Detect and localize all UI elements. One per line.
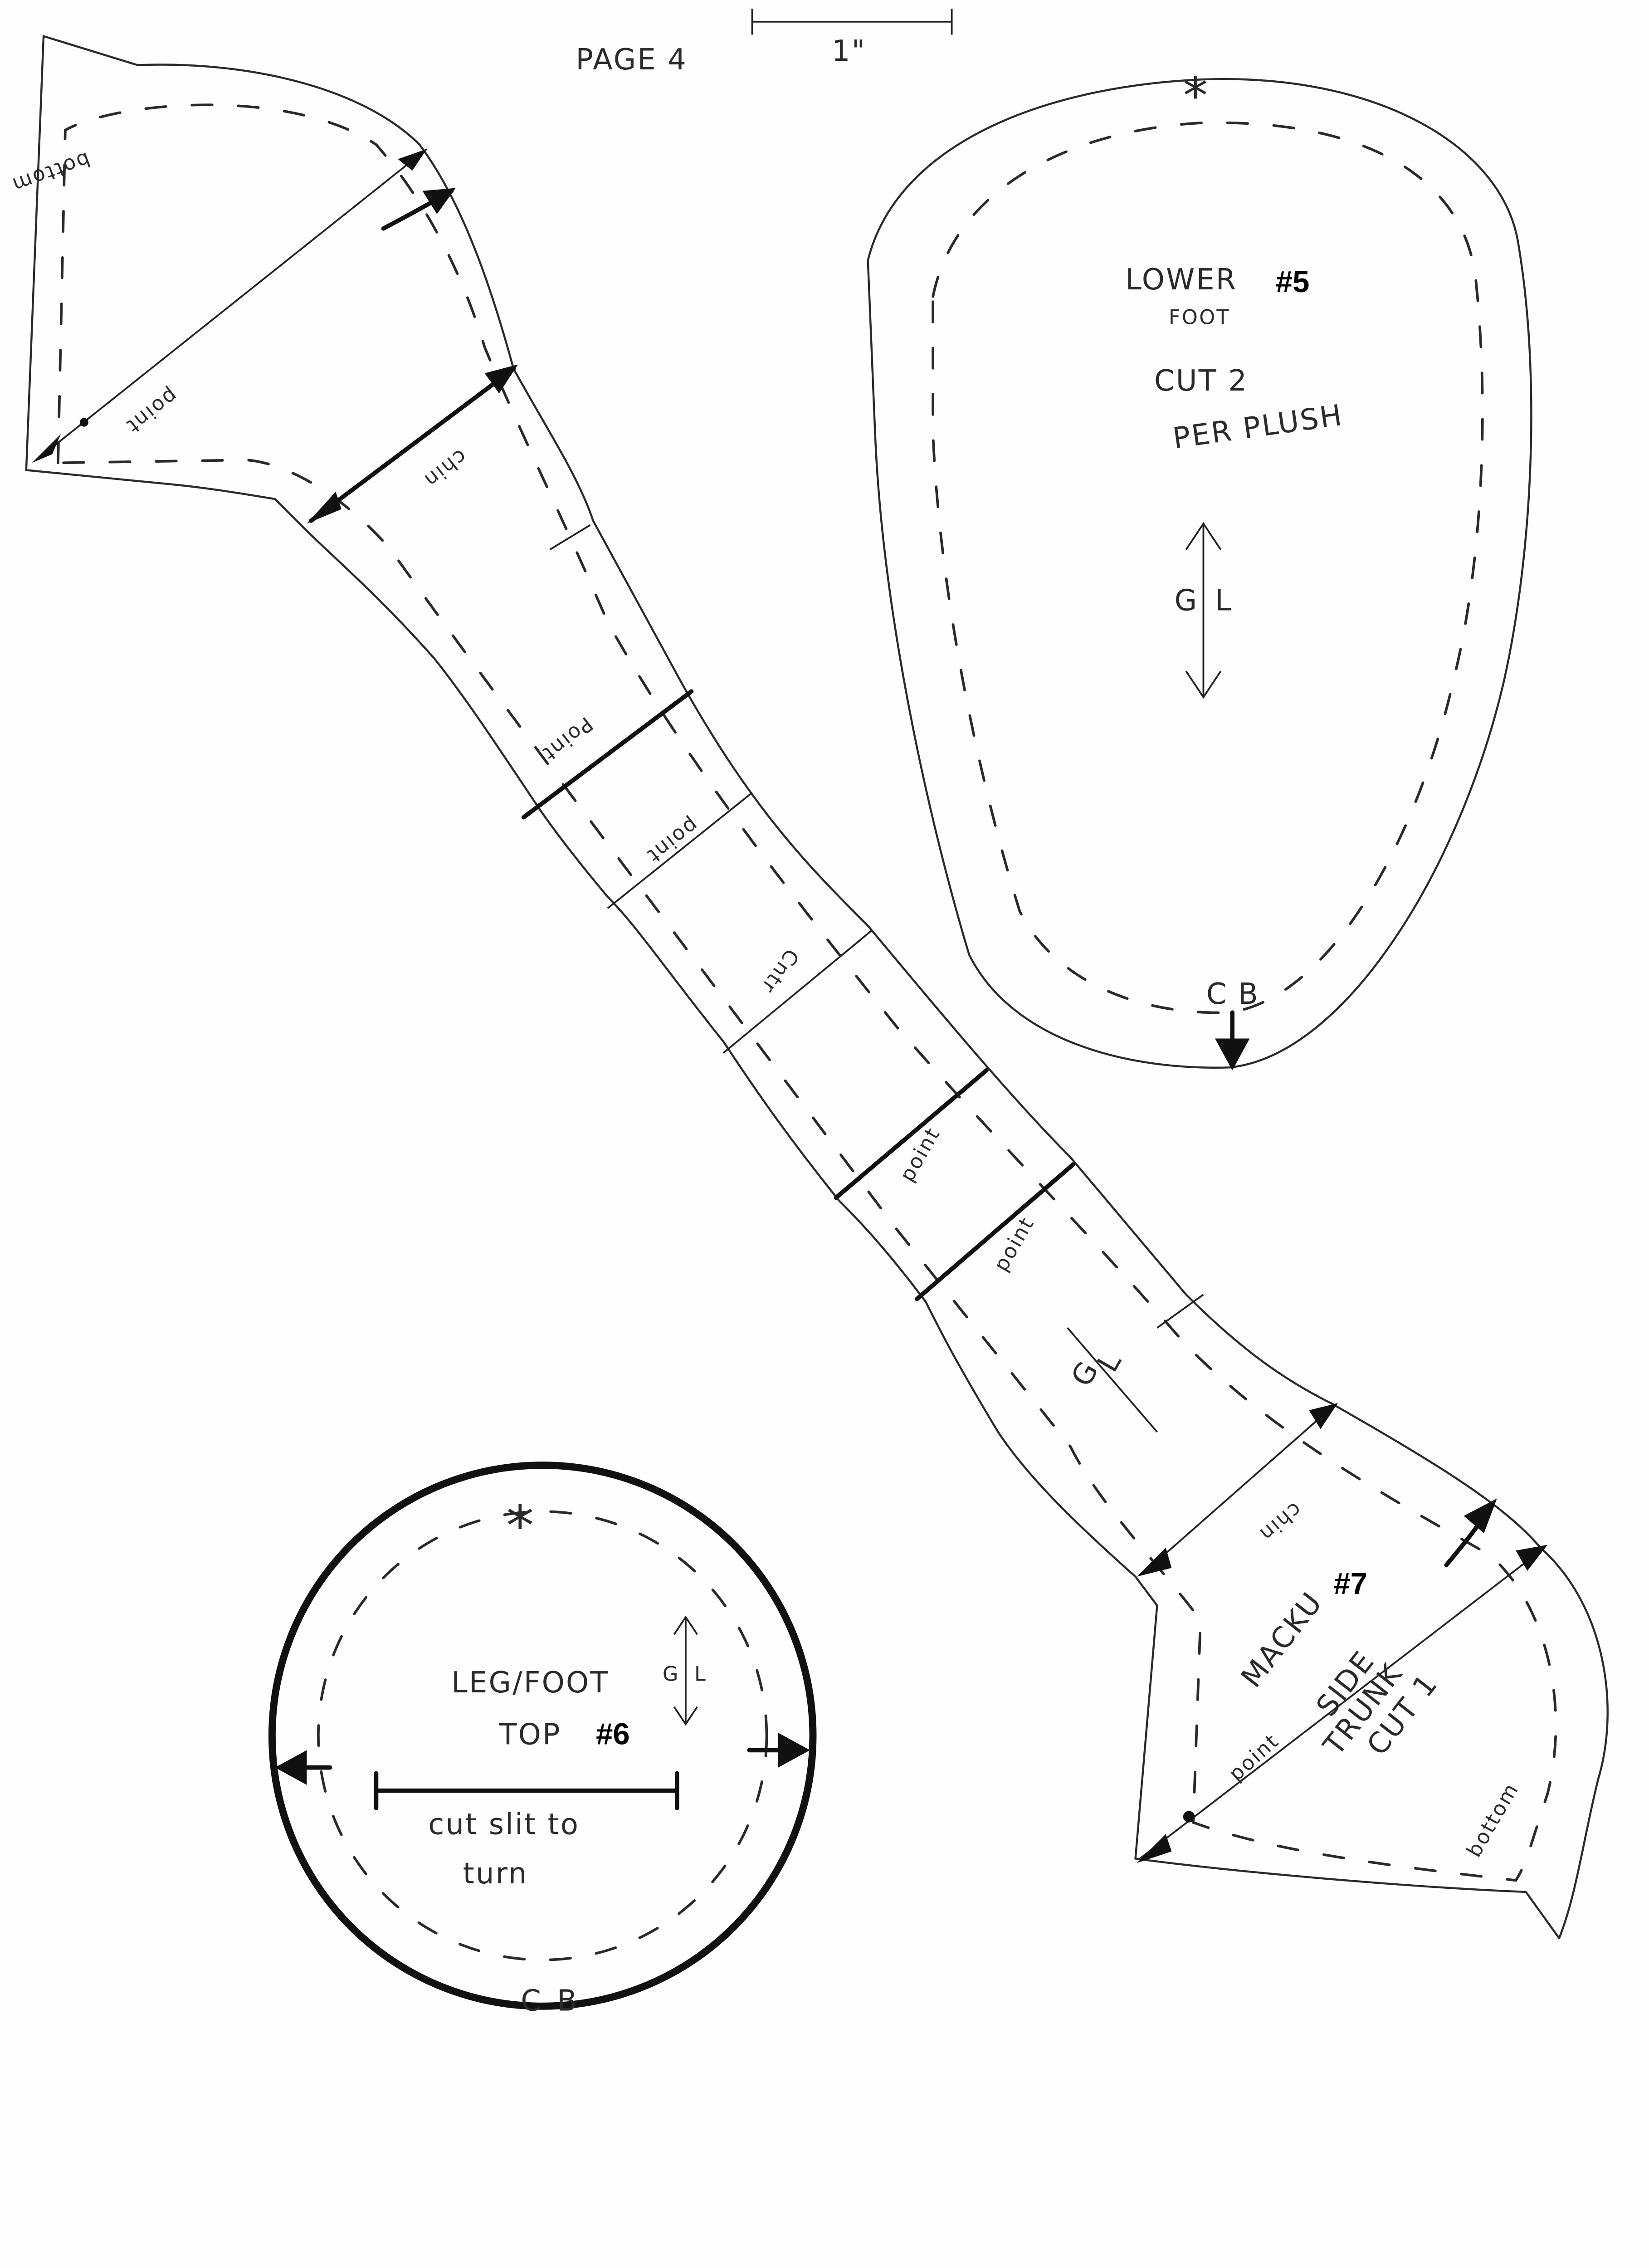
trunk-label-bottom-bottom: bottom bbox=[1462, 1779, 1523, 1861]
point-measure-line-bottom bbox=[1139, 1547, 1546, 1860]
lower-foot-grain-l: L bbox=[1215, 584, 1233, 618]
leg-foot-grain-g: G bbox=[663, 1662, 680, 1686]
leg-foot-grain-l: L bbox=[694, 1662, 707, 1686]
leg-foot-cb-c: C bbox=[521, 1984, 542, 2018]
page-label: PAGE 4 bbox=[576, 43, 688, 77]
scale-bar bbox=[751, 9, 953, 35]
trunk-label-chin-top: chin bbox=[419, 445, 472, 493]
lower-foot-title-2: FOOT bbox=[1169, 305, 1230, 329]
lower-foot-title-1: LOWER bbox=[1125, 263, 1237, 297]
lower-foot-cb-b: B bbox=[1238, 978, 1259, 1011]
trunk-label-chin-bottom: chin bbox=[1254, 1498, 1307, 1547]
point-measure-line-top bbox=[35, 148, 428, 461]
trunk-seam-line bbox=[57, 103, 1557, 1882]
lower-foot-number: #5 bbox=[1276, 265, 1309, 299]
leg-foot-top-title: LEG/FOOT bbox=[451, 1666, 609, 1700]
trunk-label-point-4: point bbox=[989, 1212, 1039, 1275]
leg-foot-note-2: turn bbox=[463, 1857, 528, 1891]
trunk-cut-line bbox=[25, 35, 1609, 1940]
lower-foot-top-mark: * bbox=[1183, 67, 1209, 125]
leg-foot-top-line2: TOP bbox=[499, 1718, 561, 1752]
leg-foot-top-cut-line bbox=[268, 1461, 817, 2010]
leg-foot-top-mark: * bbox=[506, 1494, 535, 1558]
side-trunk-piece: bottom point chin Point point Cntr point… bbox=[8, 35, 1609, 1940]
trunk-number: #7 bbox=[1333, 1567, 1367, 1601]
trunk-label-bottom-top: bottom bbox=[8, 147, 93, 197]
trunk-label-point-bottom: point bbox=[1224, 1729, 1283, 1785]
leg-foot-cb-b: B bbox=[557, 1984, 578, 2018]
trunk-label-point-1: Point bbox=[537, 712, 597, 766]
lower-foot-cut-line bbox=[867, 78, 1532, 1069]
chin-measure-line-top bbox=[309, 367, 516, 523]
lower-foot-grain-g: G bbox=[1175, 584, 1199, 618]
grain-line-trunk bbox=[1067, 1327, 1158, 1433]
trunk-label-point-3: point bbox=[895, 1123, 945, 1186]
trunk-label-point-top: point bbox=[122, 384, 182, 439]
leg-foot-top-piece: * LEG/FOOT TOP #6 G L cut slit to turn C… bbox=[268, 1461, 817, 2018]
trunk-name: MACKU bbox=[1235, 1586, 1330, 1694]
leg-foot-top-number: #6 bbox=[596, 1717, 629, 1751]
lower-foot-cb-c: C bbox=[1206, 978, 1228, 1011]
leg-foot-top-seam-line bbox=[317, 1510, 768, 1961]
lower-foot-piece: * LOWER #5 FOOT CUT 2 PER PLUSH G L C B bbox=[867, 67, 1532, 1070]
scale-label: 1" bbox=[832, 34, 866, 68]
lower-foot-seam-line bbox=[932, 121, 1484, 1014]
header: PAGE 4 1" bbox=[576, 9, 953, 77]
leg-foot-note-1: cut slit to bbox=[428, 1808, 580, 1841]
chin-measure-line-bottom bbox=[1142, 1405, 1334, 1574]
trunk-label-point-2: point bbox=[642, 813, 703, 868]
lower-foot-cut-1: CUT 2 bbox=[1154, 364, 1248, 398]
trunk-label-center: Cntr bbox=[756, 944, 804, 998]
lower-foot-cut-2: PER PLUSH bbox=[1171, 398, 1346, 455]
